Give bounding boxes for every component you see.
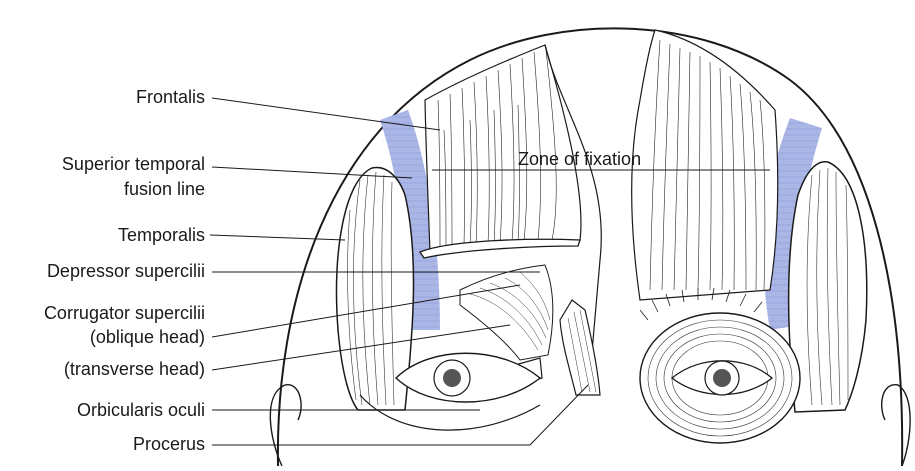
label-fusion-line: fusion line bbox=[10, 178, 205, 200]
label-temporalis: Temporalis bbox=[10, 224, 205, 246]
label-oblique-head: (oblique head) bbox=[0, 326, 205, 348]
label-depressor-supercilii: Depressor supercilii bbox=[0, 260, 205, 282]
label-procerus: Procerus bbox=[0, 433, 205, 455]
label-transverse-head: (transverse head) bbox=[0, 358, 205, 380]
left-ear bbox=[270, 385, 301, 466]
label-zone-of-fixation: Zone of fixation bbox=[518, 148, 641, 170]
label-corrugator-supercilii: Corrugator supercilii bbox=[0, 302, 205, 324]
label-superior-temporal: Superior temporal bbox=[10, 153, 205, 175]
right-ear bbox=[882, 385, 910, 466]
label-frontalis: Frontalis bbox=[40, 86, 205, 108]
left-pupil bbox=[443, 369, 461, 387]
label-orbicularis-oculi: Orbicularis oculi bbox=[0, 399, 205, 421]
right-pupil bbox=[713, 369, 731, 387]
corrugator-muscle bbox=[460, 265, 553, 360]
